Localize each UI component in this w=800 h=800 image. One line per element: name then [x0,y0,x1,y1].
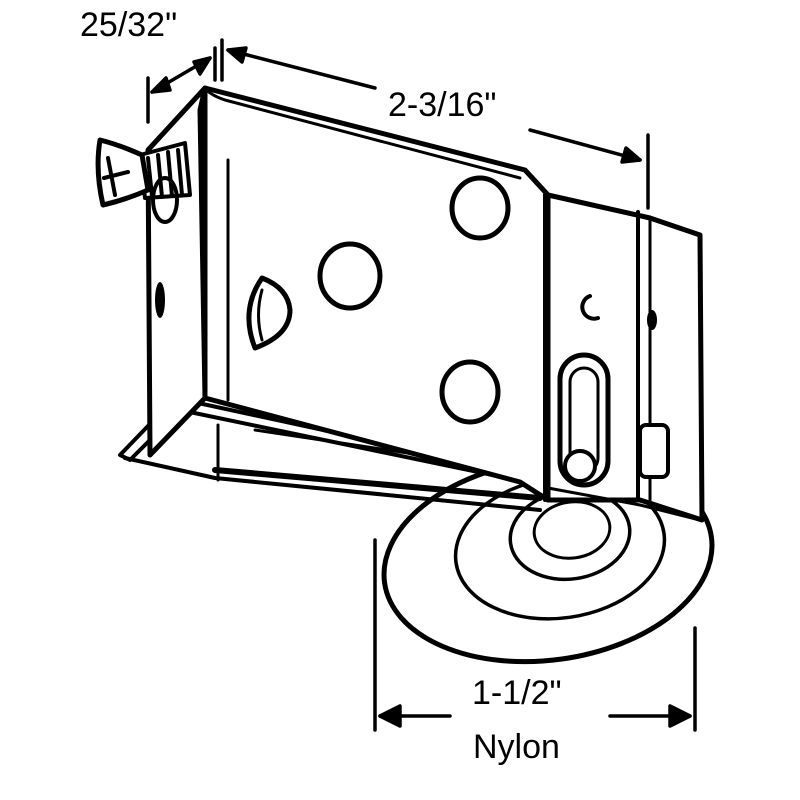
screw-slot-icon [102,156,130,197]
housing-length-dimension: 2-3/16" [388,86,497,124]
housing-end-face [145,85,208,458]
screw-offset-dimension: 25/32" [80,6,178,44]
arrow-head [226,46,248,64]
hole-lower [439,359,501,425]
arrow-head [668,704,692,728]
adjustment-screw [95,137,192,318]
arrow-head [192,56,212,76]
small-screw-hole [580,294,600,321]
wheel-material-label: Nylon [473,728,560,766]
hole-center [317,241,383,311]
dimension-lines [146,38,697,732]
adjustment-slot [557,294,670,488]
arrow-head [150,76,172,94]
wheel-diameter-dimension: 1-1/2" [472,674,562,712]
arrow-head [620,146,642,164]
adjustment-pin [563,449,597,483]
base-rail [212,467,543,501]
arrow-head [378,704,402,728]
mounting-holes [246,175,511,425]
hole-upper-right [449,175,511,241]
